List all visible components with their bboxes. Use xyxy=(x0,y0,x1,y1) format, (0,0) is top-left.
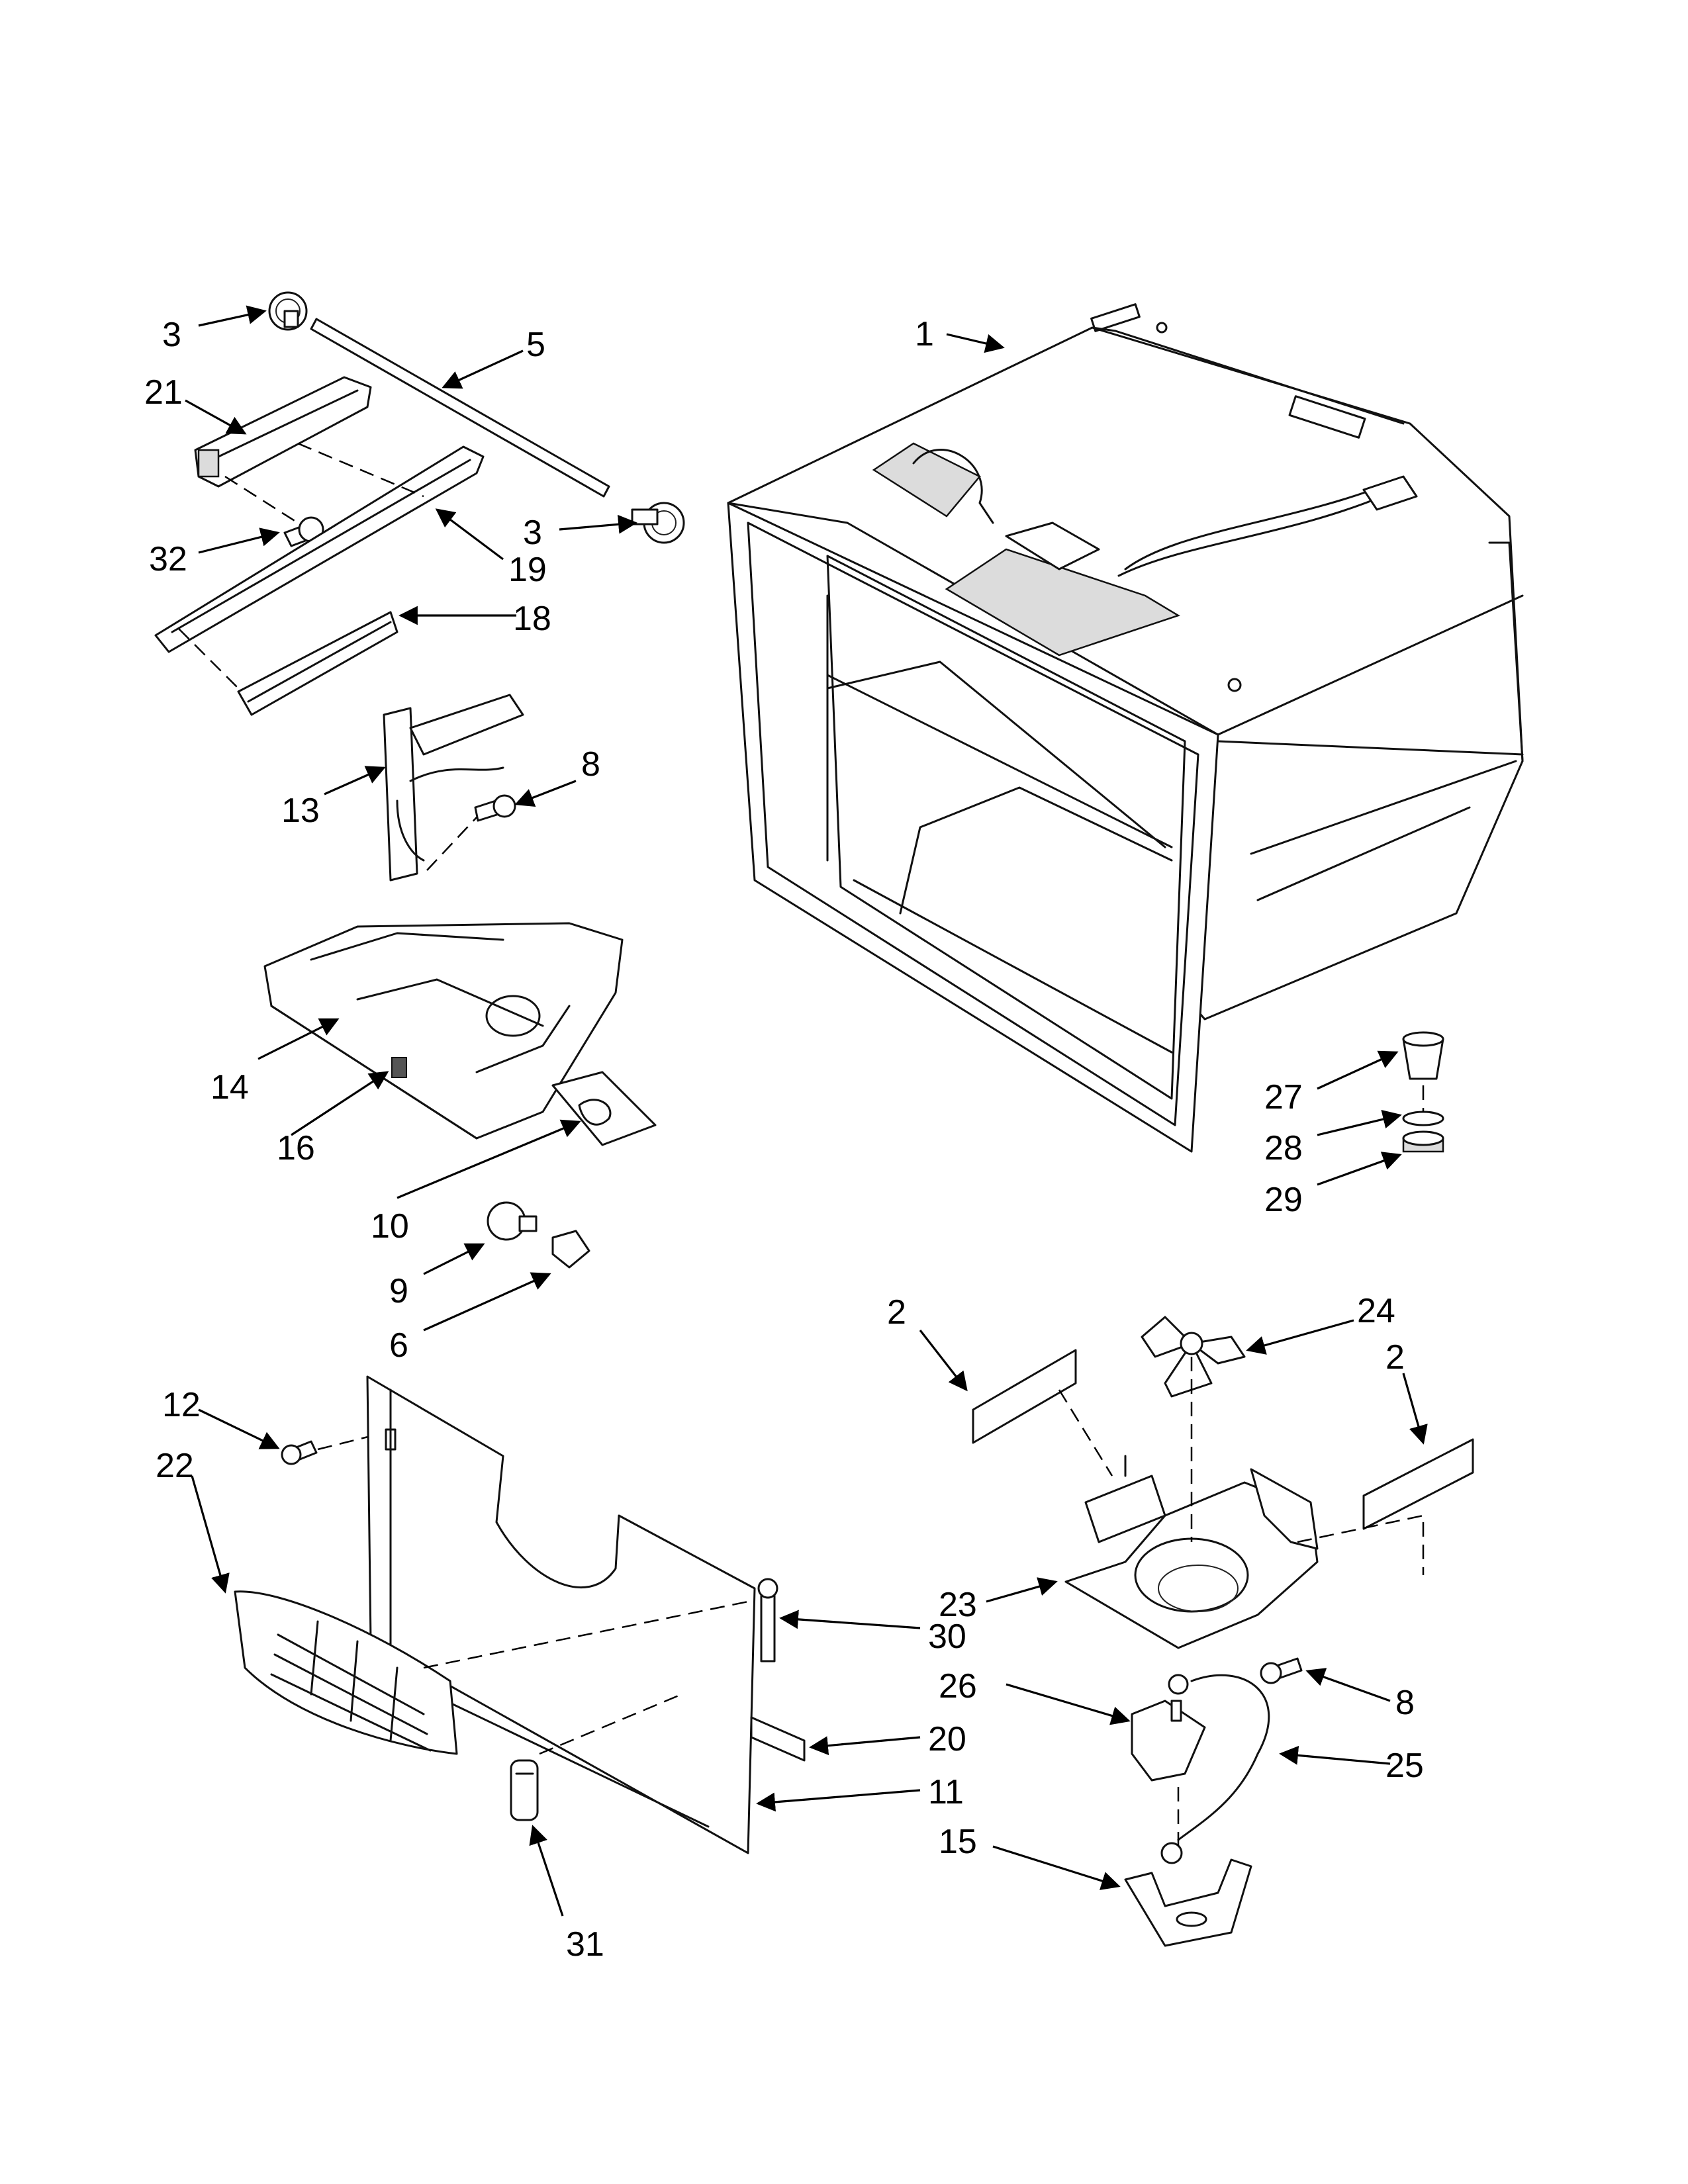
bulb-part-9 xyxy=(487,1201,538,1241)
socket-part-6 xyxy=(551,1230,590,1269)
leader-lines xyxy=(185,305,1428,1917)
callout-13: 13 xyxy=(281,792,320,830)
callout-12: 12 xyxy=(162,1386,201,1424)
callout-29: 29 xyxy=(1264,1181,1303,1219)
screw-part-12 xyxy=(281,1440,318,1465)
callout-16: 16 xyxy=(277,1129,315,1167)
callout-5: 5 xyxy=(526,326,545,364)
callout-2-left: 2 xyxy=(887,1293,906,1332)
callout-6: 6 xyxy=(389,1326,408,1365)
callout-24: 24 xyxy=(1357,1292,1395,1330)
switch-part-16 xyxy=(391,1057,407,1078)
callout-14: 14 xyxy=(211,1068,249,1107)
rail-part-18 xyxy=(237,611,399,716)
callout-28: 28 xyxy=(1264,1129,1303,1167)
rail-part-21 xyxy=(194,376,372,488)
damper-part-27 xyxy=(1402,1031,1444,1080)
motor-part-26 xyxy=(1131,1674,1206,1782)
screw-part-8-upper xyxy=(474,794,516,822)
holder-part-31 xyxy=(510,1759,539,1821)
callout-19: 19 xyxy=(508,551,547,589)
callout-3-lower: 3 xyxy=(523,514,542,552)
callout-8-lower: 8 xyxy=(1395,1684,1415,1722)
callout-8-upper: 8 xyxy=(581,745,600,784)
fan-shroud-part-23 xyxy=(1064,1455,1319,1649)
bracket-part-15 xyxy=(1124,1842,1252,1947)
callout-3-upper: 3 xyxy=(162,316,181,354)
bracket-part-13 xyxy=(383,694,524,882)
panel-part-11 xyxy=(366,1375,756,1854)
freezer-liner-part-1 xyxy=(727,303,1524,1153)
callout-31: 31 xyxy=(566,1925,604,1964)
insulation-part-2-left xyxy=(972,1349,1077,1444)
rod-part-5 xyxy=(310,318,610,498)
callout-18: 18 xyxy=(513,600,551,638)
callout-32: 32 xyxy=(149,540,187,578)
callout-2-right: 2 xyxy=(1385,1338,1405,1377)
callout-21: 21 xyxy=(144,373,183,412)
callout-15: 15 xyxy=(939,1823,977,1861)
callout-26: 26 xyxy=(939,1667,977,1706)
fan-blade-part-24 xyxy=(1141,1316,1246,1398)
callout-9: 9 xyxy=(389,1272,408,1310)
insulation-part-2-right xyxy=(1362,1438,1474,1530)
callout-27: 27 xyxy=(1264,1078,1303,1116)
plug-part-29 xyxy=(1402,1130,1444,1153)
grille-part-22 xyxy=(234,1590,458,1755)
screw-part-8-lower xyxy=(1260,1657,1303,1684)
callout-22: 22 xyxy=(156,1447,194,1485)
callout-labels: 3 5 21 1 3 32 19 18 8 13 14 16 27 28 29 … xyxy=(144,315,1424,1964)
strip-part-20 xyxy=(750,1716,806,1762)
gasket-part-10 xyxy=(551,1071,657,1146)
sensor-part-30 xyxy=(757,1578,778,1662)
callout-20: 20 xyxy=(928,1720,966,1758)
callout-1: 1 xyxy=(915,315,934,353)
callout-11: 11 xyxy=(928,1773,964,1811)
callout-30: 30 xyxy=(928,1617,966,1656)
wire-part-25 xyxy=(1177,1674,1270,1841)
callout-25: 25 xyxy=(1385,1747,1424,1785)
light-housing-part-14 xyxy=(263,922,624,1140)
gear-part-3-upper xyxy=(268,291,308,331)
gear-part-3-lower xyxy=(631,502,685,544)
callout-10: 10 xyxy=(371,1207,409,1246)
callout-23: 23 xyxy=(939,1586,977,1624)
rail-part-19 xyxy=(154,445,485,653)
seal-part-28 xyxy=(1402,1111,1444,1126)
